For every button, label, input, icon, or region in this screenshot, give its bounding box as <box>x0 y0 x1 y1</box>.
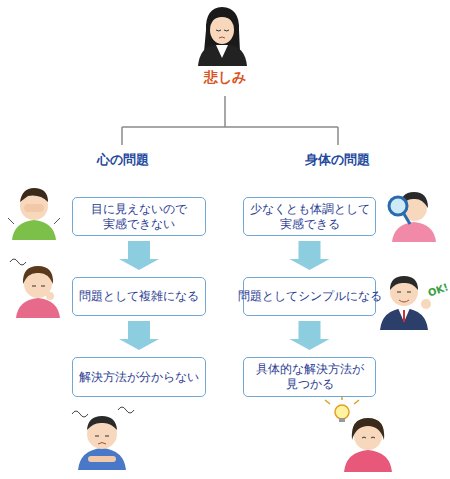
process-box: 目に見えないので 実感できない <box>72 197 206 236</box>
column-heading: 心の問題 <box>97 151 149 169</box>
process-box: 解決方法が分からない <box>72 357 206 397</box>
crying-child-figure <box>8 188 60 240</box>
flow-arrow <box>290 241 330 270</box>
process-box: 問題として複雑になる <box>72 277 206 316</box>
speech-text: OK! <box>426 281 449 298</box>
diagram-title: 悲しみ <box>0 69 450 87</box>
idea-woman-figure <box>325 394 392 472</box>
box-text: 具体的な解決方法が 見つかる <box>248 362 371 392</box>
ok-man-figure <box>380 276 431 330</box>
process-box: 問題としてシンプルになる <box>243 277 376 316</box>
confused-boy-figure <box>72 407 134 470</box>
box-text: 問題としてシンプルになる <box>238 289 382 304</box>
process-box: 少なくとも体調として 実感できる <box>243 197 376 236</box>
box-text: 解決方法が分からない <box>79 370 199 385</box>
sad-woman-figure <box>198 7 247 66</box>
magnifier-girl-figure <box>389 192 436 242</box>
flow-arrow <box>119 241 159 270</box>
worried-girl-figure <box>10 259 60 318</box>
process-box: 具体的な解決方法が 見つかる <box>243 357 376 397</box>
flow-arrow <box>119 321 159 350</box>
box-text: 目に見えないので 実感できない <box>77 202 201 232</box>
box-text: 少なくとも体調として 実感できる <box>248 202 371 232</box>
column-heading: 身体の問題 <box>305 151 370 169</box>
tree-bracket <box>122 96 338 145</box>
flow-arrow <box>290 321 330 350</box>
box-text: 問題として複雑になる <box>79 289 199 304</box>
